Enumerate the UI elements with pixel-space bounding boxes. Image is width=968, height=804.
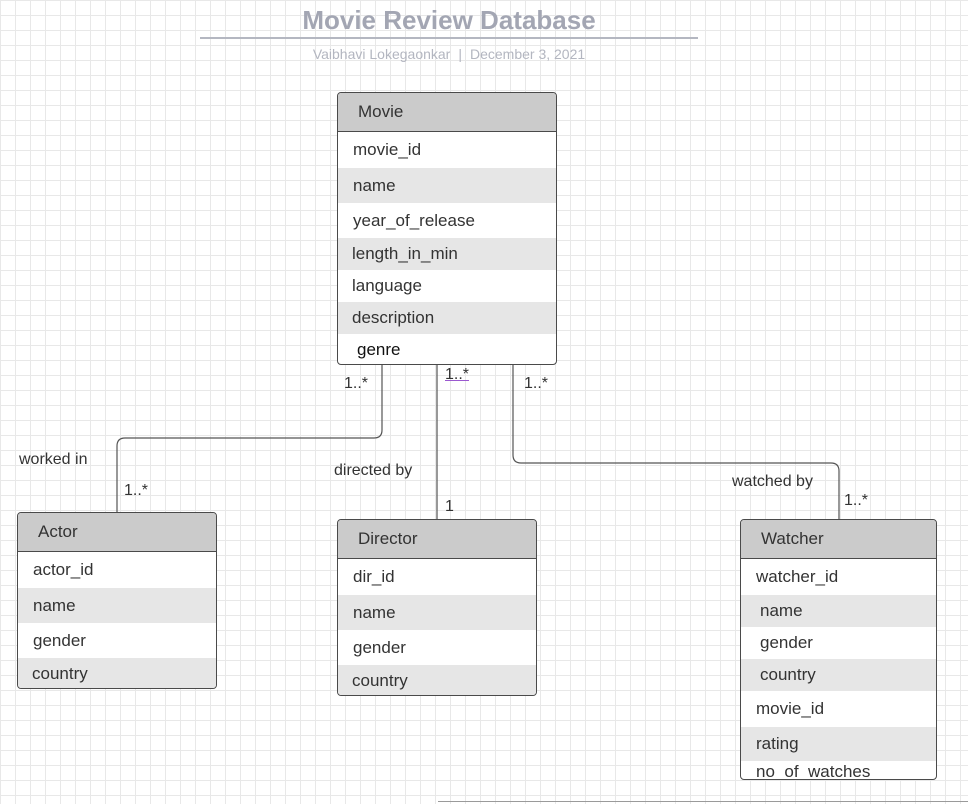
attribute-name: name	[338, 168, 556, 203]
relationship-label-directed-by: directed by	[334, 462, 413, 479]
author-name: Vaibhavi Lokegaonkar	[312, 46, 451, 62]
attribute-gender: gender	[353, 638, 406, 657]
title-underline	[200, 37, 698, 39]
entity-movie-header: Movie	[338, 93, 556, 132]
attribute-name: name	[338, 595, 536, 630]
multiplicity-movie-director: 1..*	[445, 366, 470, 383]
subtitle-separator: |	[458, 46, 462, 62]
entity-actor[interactable]: Actor actor_id name gender country	[17, 512, 217, 689]
relationship-label-worked-in: worked in	[19, 451, 88, 468]
attribute-country: country	[18, 658, 216, 688]
multiplicity-director: 1	[445, 498, 454, 515]
entity-movie[interactable]: Movie movie_id name year_of_release leng…	[337, 92, 557, 365]
multiplicity-movie-actor: 1..*	[344, 375, 369, 392]
relationship-label-watched-by: watched by	[732, 473, 813, 490]
attribute-length-in-min: length_in_min	[338, 238, 556, 270]
attribute-gender: gender	[33, 631, 86, 650]
attribute-movie-id: movie_id	[756, 699, 825, 718]
attribute-dir-id: dir_id	[353, 567, 395, 586]
connector-movie-watcher	[512, 365, 840, 519]
multiplicity-movie-watcher: 1..*	[524, 375, 549, 392]
attribute-name: name	[18, 588, 216, 623]
attribute-watcher-id: watcher_id	[756, 567, 839, 586]
diagram-subtitle: Vaibhavi Lokegaonkar | December 3, 2021	[200, 46, 698, 62]
diagram-date: December 3, 2021	[469, 46, 586, 62]
entity-actor-header: Actor	[18, 513, 216, 552]
attribute-country: country	[338, 665, 536, 695]
attribute-description: description	[338, 302, 556, 334]
attribute-rating: rating	[741, 727, 936, 761]
entity-director-header: Director	[338, 520, 536, 559]
attribute-movie-id: movie_id	[353, 140, 422, 159]
entity-watcher[interactable]: Watcher watcher_id name gender country m…	[740, 519, 937, 780]
connector-movie-actor	[116, 365, 383, 512]
attribute-actor-id: actor_id	[33, 560, 94, 579]
attribute-year-of-release: year_of_release	[353, 211, 475, 230]
multiplicity-actor: 1..*	[124, 482, 149, 499]
attribute-name: name	[741, 595, 936, 627]
attribute-gender: gender	[760, 633, 813, 652]
multiplicity-watcher: 1..*	[844, 492, 869, 509]
attribute-language: language	[352, 276, 422, 295]
diagram-title: Movie Review Database	[302, 5, 596, 35]
page-edge-line	[438, 801, 968, 802]
attribute-country: country	[741, 659, 936, 691]
entity-watcher-header: Watcher	[741, 520, 936, 559]
attribute-no-of-watches: no_of_watches	[756, 762, 871, 780]
attribute-genre: genre	[357, 340, 401, 359]
entity-director[interactable]: Director dir_id name gender country	[337, 519, 537, 696]
